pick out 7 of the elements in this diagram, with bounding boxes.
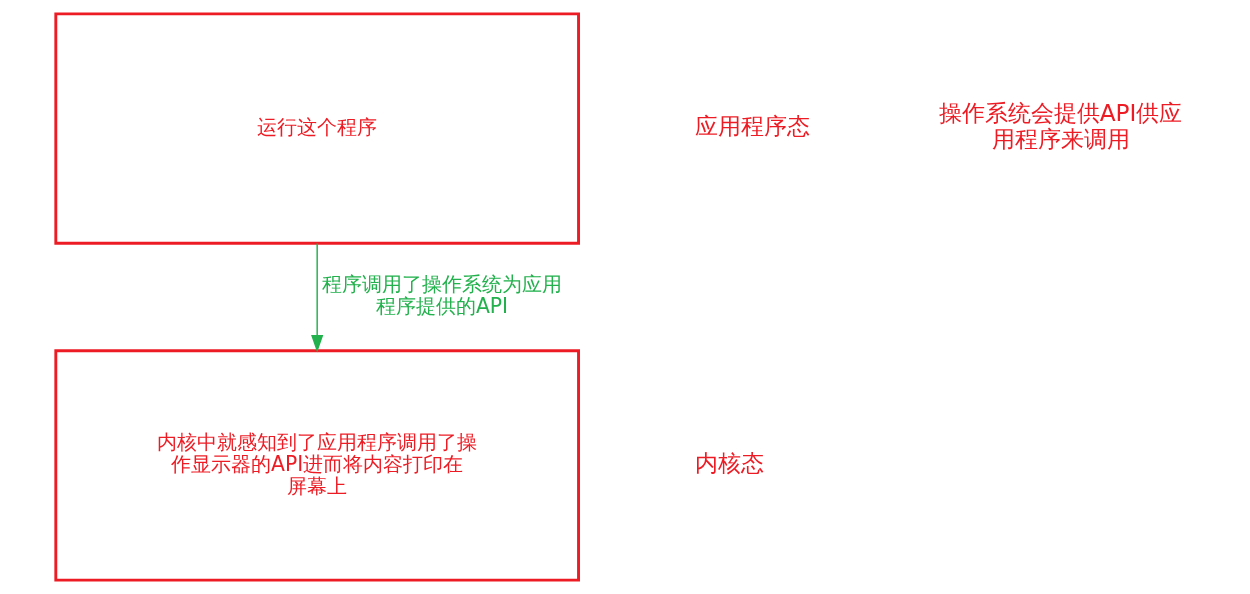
node-box: 运行这个程序	[54, 12, 580, 245]
label: 应用程序态	[695, 112, 811, 140]
arrow	[311, 242, 324, 353]
label: 操作系统会提供API供应用程序来调用	[938, 99, 1183, 153]
edge-label: 程序调用了操作系统为应用程序提供的API	[322, 272, 563, 319]
label: 内核态	[695, 448, 765, 476]
node-box: 内核中就感知到了应用程序调用了操作显示器的API进而将内容打印在屏幕上	[54, 349, 580, 582]
